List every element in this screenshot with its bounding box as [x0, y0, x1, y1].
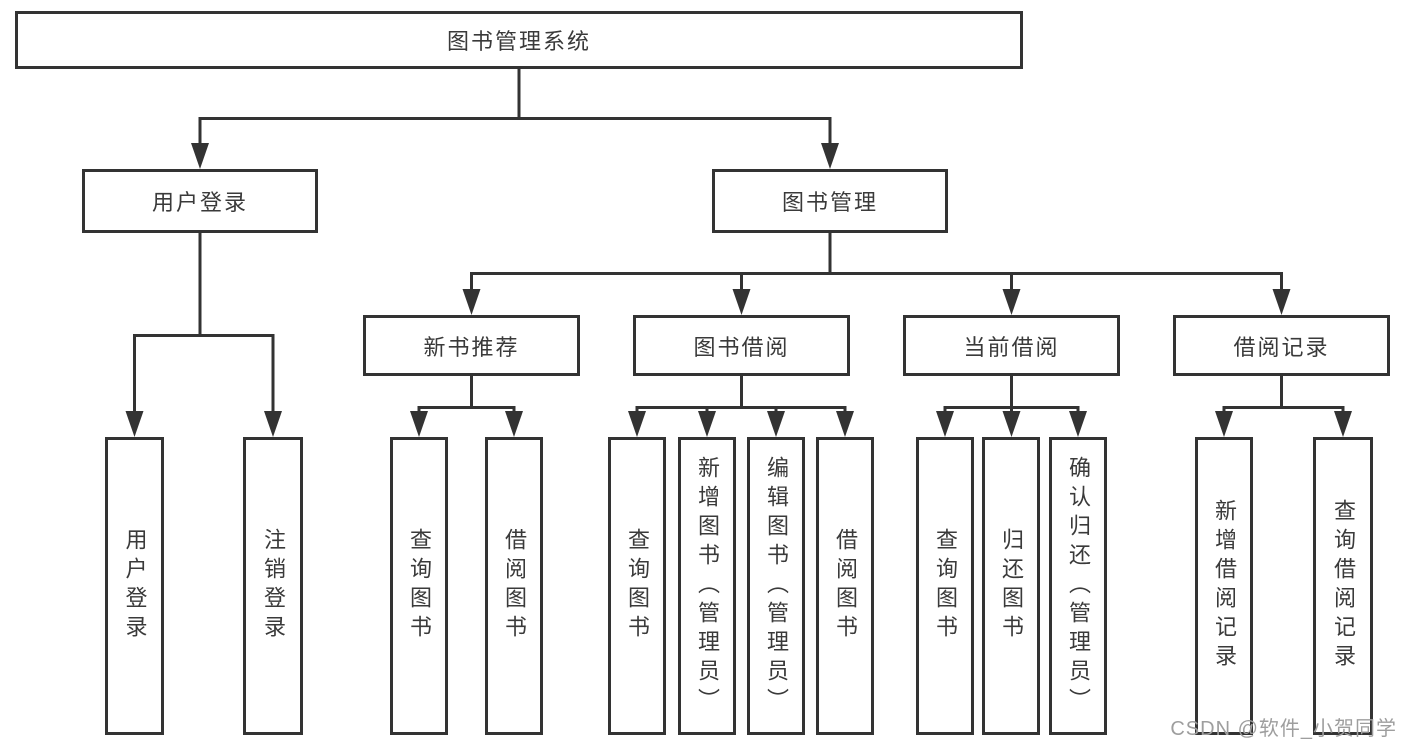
leaf-currentborrow-return: 归还图书	[982, 437, 1040, 735]
node-label: 归还图书	[999, 528, 1024, 644]
arrowhead	[125, 411, 144, 437]
node-label: 注销登录	[261, 528, 286, 644]
arrowhead	[410, 411, 428, 437]
node-label: 查询图书	[625, 528, 650, 644]
arrowhead	[732, 289, 751, 315]
leaf-newbooks-query: 查询图书	[390, 437, 448, 735]
arrowhead	[936, 411, 954, 437]
node-label: 新增借阅记录	[1212, 499, 1237, 673]
connector-lines	[133, 68, 1345, 413]
arrowhead	[191, 143, 209, 169]
node-label: 确认归还（管理员）	[1066, 455, 1091, 717]
node-label: 查询图书	[933, 528, 958, 644]
leaf-records-add: 新增借阅记录	[1195, 437, 1253, 735]
node-label: 用户登录	[122, 528, 148, 644]
node-label: 新书推荐	[423, 334, 520, 360]
arrowhead	[264, 411, 282, 437]
arrowhead	[1069, 411, 1087, 437]
arrowhead	[1334, 411, 1352, 437]
connector-root-bracket	[198, 117, 832, 144]
node-label: 当前借阅	[963, 334, 1060, 360]
leaf-currentborrow-confirm: 确认归还（管理员）	[1049, 437, 1107, 735]
connector-bookmgmt-bracket	[470, 272, 1283, 290]
node-current-borrow: 当前借阅	[903, 315, 1120, 376]
arrowhead	[821, 143, 839, 169]
node-book-management: 图书管理	[712, 169, 948, 233]
arrowheads	[125, 143, 1352, 437]
csdn-watermark: CSDN @软件_小贺同学	[1170, 718, 1397, 740]
arrowhead	[767, 411, 785, 437]
connector-bookborrow-bracket	[635, 406, 847, 413]
connector-newbooks-bracket	[417, 406, 516, 413]
leaf-bookborrow-query: 查询图书	[608, 437, 666, 735]
leaf-logout: 注销登录	[243, 437, 303, 735]
arrowhead	[505, 411, 523, 437]
node-label: 图书管理	[781, 190, 878, 215]
node-label: 借阅图书	[502, 528, 527, 644]
arrowhead	[1215, 411, 1233, 437]
connector-borrowrecords-bracket	[1222, 406, 1345, 413]
arrowhead	[698, 411, 716, 437]
node-label: 查询借阅记录	[1331, 499, 1356, 673]
leaf-newbooks-borrow: 借阅图书	[485, 437, 543, 735]
leaf-records-query: 查询借阅记录	[1313, 437, 1373, 735]
arrowhead	[462, 289, 481, 315]
arrowhead	[628, 411, 646, 437]
arrowhead	[1002, 289, 1021, 315]
leaf-bookborrow-edit: 编辑图书（管理员）	[747, 437, 805, 735]
connector-userlogin-bracket	[133, 334, 275, 412]
node-borrow-records: 借阅记录	[1173, 315, 1390, 376]
leaf-bookborrow-add: 新增图书（管理员）	[678, 437, 736, 735]
node-new-books: 新书推荐	[363, 315, 580, 376]
arrowhead	[836, 411, 854, 437]
leaf-currentborrow-query: 查询图书	[916, 437, 974, 735]
node-label: 用户登录	[151, 190, 248, 215]
node-label: 借阅记录	[1233, 334, 1330, 360]
arrowhead	[1272, 289, 1291, 315]
node-system-root: 图书管理系统	[15, 11, 1023, 69]
arrowhead	[1002, 411, 1021, 437]
node-label: 借阅图书	[833, 528, 858, 644]
node-label: 图书借阅	[693, 334, 790, 360]
node-label: 图书管理系统	[446, 29, 591, 54]
node-label: 编辑图书（管理员）	[764, 455, 789, 717]
node-label: 新增图书（管理员）	[695, 455, 720, 717]
node-user-login: 用户登录	[82, 169, 318, 233]
node-label: 查询图书	[407, 528, 432, 644]
leaf-user-login: 用户登录	[105, 437, 164, 735]
leaf-bookborrow-borrow: 借阅图书	[816, 437, 874, 735]
node-book-borrow: 图书借阅	[633, 315, 850, 376]
